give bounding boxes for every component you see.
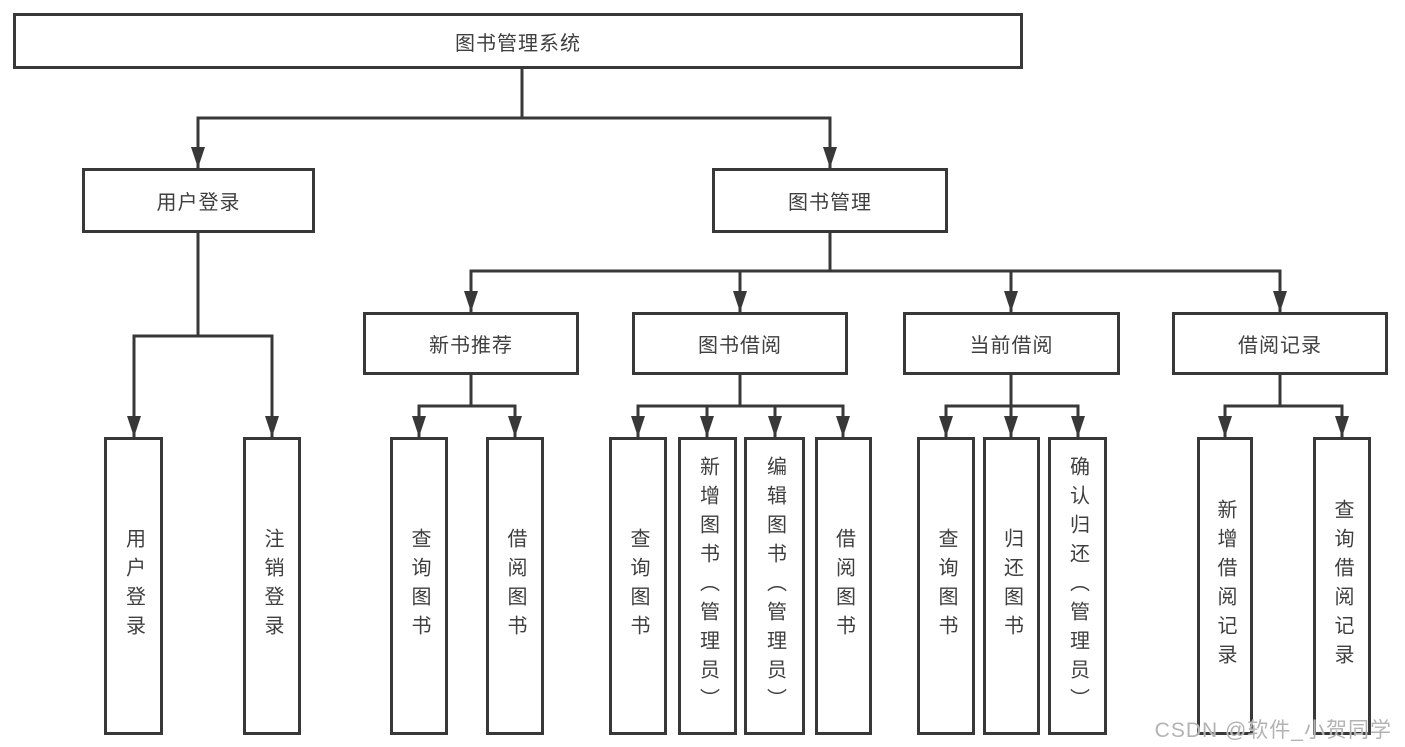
node-root: 图书管理系统 [13,13,1023,69]
node-current-borrow: 当前借阅 [903,312,1120,375]
node-label: 当前借阅 [969,335,1054,357]
leaf-label: 查询图书 [627,528,649,644]
leaf-label: 查询图书 [408,528,430,644]
leaf-label: 借阅图书 [504,528,526,644]
leaf-add-borrow-record: 新增借阅记录 [1197,437,1253,735]
node-user-login: 用户登录 [82,168,315,233]
node-book-management: 图书管理 [712,168,948,233]
node-label: 借阅记录 [1238,335,1322,357]
node-book-borrow: 图书借阅 [632,312,848,375]
leaf-label: 注销登录 [261,528,283,644]
node-label: 用户登录 [156,192,241,214]
leaf-confirm-return-admin: 确认归还（管理员） [1048,437,1107,735]
leaf-label: 确认归还（管理员） [1066,455,1089,717]
leaf-label: 查询借阅记录 [1331,499,1353,673]
watermark: CSDN @软件_小贺同学 [1154,719,1392,742]
leaf-label: 查询图书 [935,528,957,644]
leaf-query-books-borrow: 查询图书 [609,437,667,735]
node-borrow-record: 借阅记录 [1172,312,1388,375]
leaf-borrow-books-recommend: 借阅图书 [486,437,544,735]
leaf-edit-book-admin: 编辑图书（管理员） [744,437,805,735]
leaf-query-books-recommend: 查询图书 [390,437,448,735]
leaf-logout: 注销登录 [243,437,301,735]
node-label: 图书借阅 [698,335,782,357]
node-label: 图书管理系统 [455,32,581,55]
leaf-add-book-admin: 新增图书（管理员） [678,437,737,735]
leaf-label: 用户登录 [122,528,145,644]
node-label: 新书推荐 [429,335,513,357]
leaf-return-books: 归还图书 [983,437,1040,735]
node-label: 图书管理 [788,192,872,214]
leaf-label: 新增图书（管理员） [696,455,719,717]
leaf-query-books-current: 查询图书 [917,437,975,735]
leaf-label: 新增借阅记录 [1214,499,1236,673]
leaf-borrow-books-borrow: 借阅图书 [815,437,872,735]
leaf-label: 归还图书 [1000,528,1023,644]
leaf-label: 借阅图书 [832,528,855,644]
leaf-label: 编辑图书（管理员） [763,455,786,717]
leaf-query-borrow-record: 查询借阅记录 [1313,437,1371,735]
leaf-user-login: 用户登录 [104,437,163,735]
node-new-book-recommend: 新书推荐 [363,312,579,375]
